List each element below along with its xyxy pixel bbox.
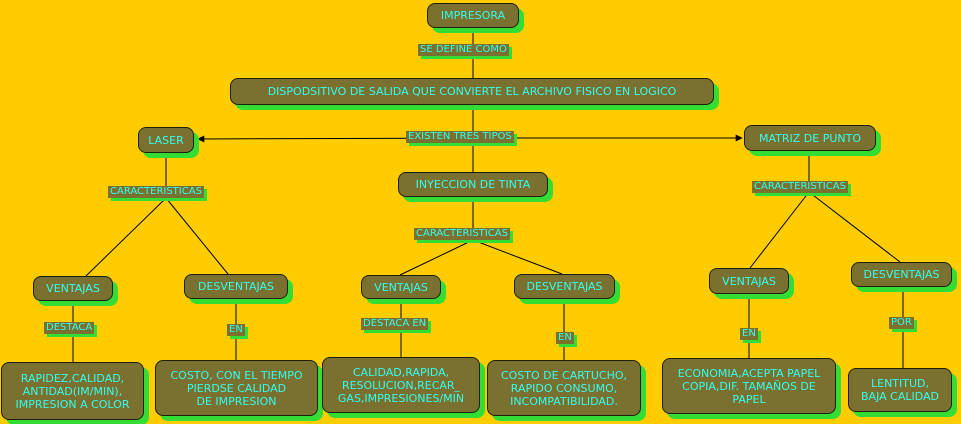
label-por: POR: [889, 317, 914, 329]
label-caracteristicas-inyeccion: CARACTERISTICAS: [414, 228, 510, 240]
node-matriz-ventajas: VENTAJAS: [709, 268, 789, 294]
node-impresora: IMPRESORA: [427, 3, 519, 28]
node-matriz-desventajas-detalle: LENTITUD, BAJA CALIDAD: [848, 368, 952, 412]
node-inyeccion-ventajas-detalle: CALIDAD,RAPIDA, RESOLUCION,RECAR_ GAS,IM…: [322, 357, 480, 413]
node-matriz-de-punto: MATRIZ DE PUNTO: [744, 125, 876, 151]
node-inyeccion-de-tinta: INYECCION DE TINTA: [398, 172, 548, 197]
node-inyeccion-desventajas: DESVENTAJAS: [514, 274, 615, 299]
node-matriz-desventajas: DESVENTAJAS: [851, 262, 952, 287]
node-matriz-ventajas-detalle: ECONOMIA,ACEPTA PAPEL COPIA,DIF. TAMAÑOS…: [662, 358, 836, 414]
label-destaca-en: DESTACA EN: [361, 318, 429, 330]
node-laser-ventajas: VENTAJAS: [33, 276, 113, 301]
label-se-define-como: SE DEFINE COMO: [418, 44, 509, 56]
label-en-laser: EN: [227, 324, 245, 336]
node-inyeccion-desventajas-detalle: COSTO DE CARTUCHO, RAPIDO CONSUMO, INCOM…: [487, 360, 641, 416]
node-laser-desventajas-detalle: COSTO, CON EL TIEMPO PIERDSE CALIDAD DE …: [155, 360, 318, 416]
label-existen-tres-tipos: EXISTEN TRES TIPOS: [406, 131, 514, 143]
label-en-inyeccion: EN: [556, 332, 574, 344]
label-caracteristicas-matriz: CARACTERISTICAS: [752, 181, 848, 193]
node-laser-ventajas-detalle: RAPIDEZ,CALIDAD, ANTIDAD(IM/MIN), IMPRES…: [1, 362, 144, 420]
node-definicion: DISPODSITIVO DE SALIDA QUE CONVIERTE EL …: [230, 78, 714, 105]
label-destaca: DESTACA: [44, 322, 95, 334]
node-laser: LASER: [138, 127, 194, 153]
label-caracteristicas-laser: CARACTERISTICAS: [108, 186, 204, 198]
node-inyeccion-ventajas: VENTAJAS: [361, 275, 441, 299]
label-en-matriz: EN: [740, 328, 758, 340]
node-laser-desventajas: DESVENTAJAS: [184, 274, 288, 299]
